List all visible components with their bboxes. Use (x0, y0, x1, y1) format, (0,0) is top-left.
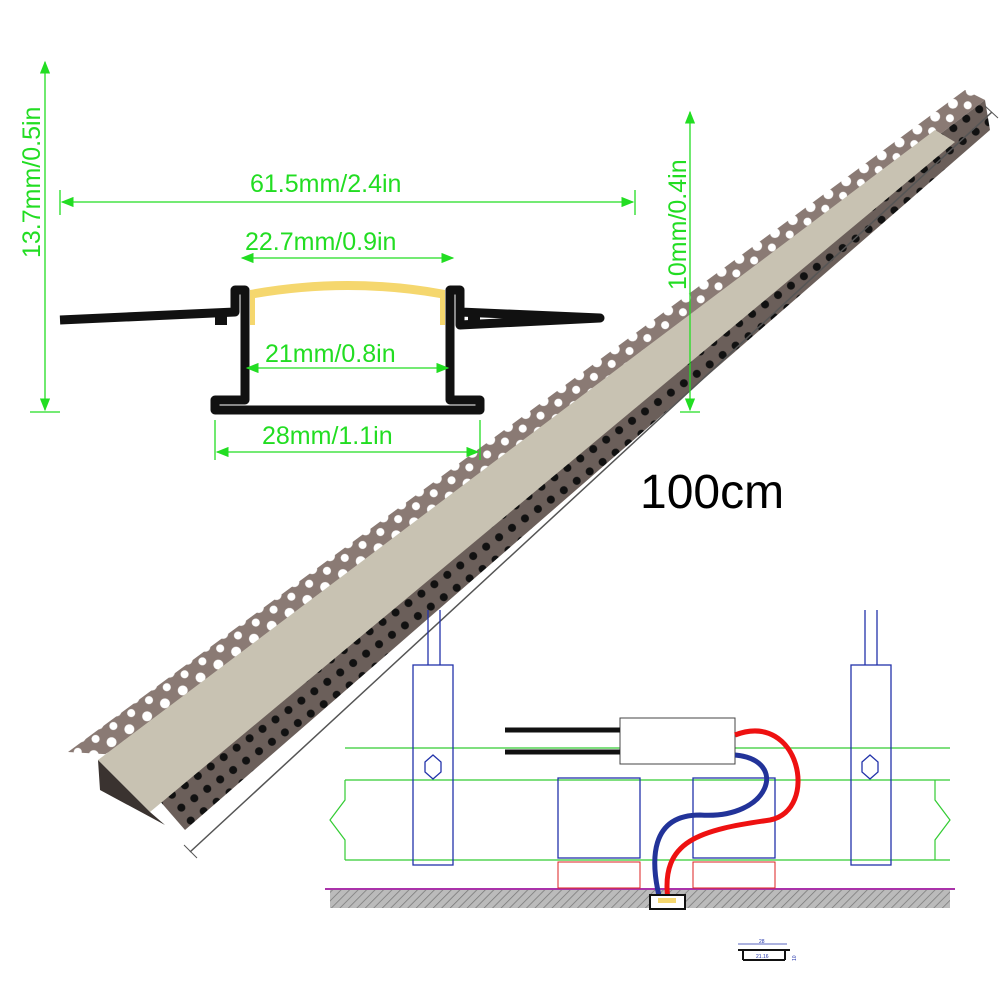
length-dimension: 100cm (183, 105, 999, 859)
diffuser-strip (98, 130, 955, 812)
profile-end (98, 760, 165, 825)
channel-height-label: 10mm/0.4in (664, 159, 692, 290)
diffuser-width-label: 22.7mm/0.9in (245, 228, 396, 256)
led-driver (619, 717, 736, 765)
hangers (412, 610, 892, 866)
dimension-lines (30, 60, 700, 460)
mini-profile-drawing: 28 21.16 10 (738, 939, 798, 961)
length-label: 100cm (640, 466, 784, 519)
inner-width-label: 21mm/0.8in (265, 340, 396, 368)
total-width-label: 61.5mm/2.4in (250, 170, 401, 198)
profile-3d-view (68, 90, 990, 830)
mini-inner: 21.16 (756, 954, 769, 960)
cross-section (59, 281, 605, 415)
mini-height: 10 (792, 955, 798, 961)
mini-width: 28 (759, 939, 765, 945)
profile-outline (59, 285, 605, 415)
upper-flange (68, 90, 985, 755)
outer-width-label: 28mm/1.1in (262, 422, 393, 450)
total-height-label: 13.7mm/0.5in (18, 107, 46, 258)
ceiling-board (330, 890, 950, 908)
diffuser-section (250, 281, 445, 325)
wires (652, 728, 801, 901)
installation-drawing (325, 610, 955, 910)
